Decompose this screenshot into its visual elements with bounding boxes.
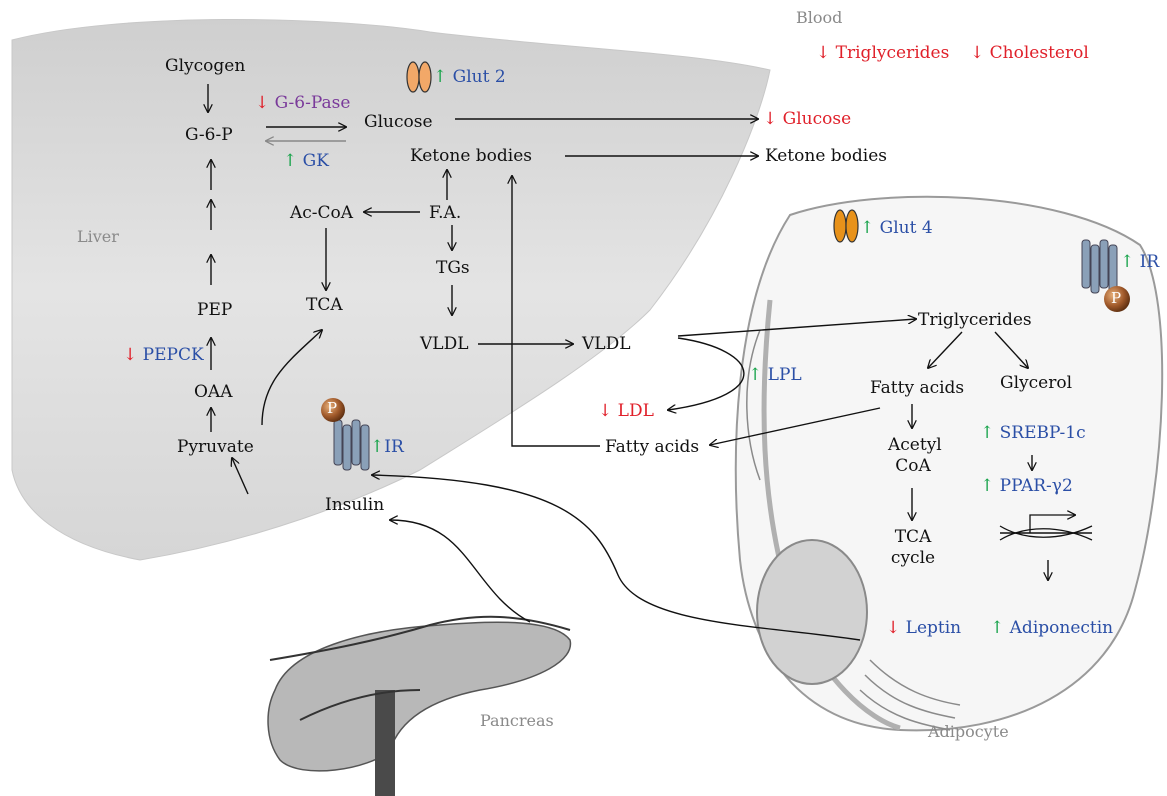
liver-ir-change: ↑IR xyxy=(370,439,404,456)
pepck-change: ↓ PEPCK xyxy=(123,347,204,364)
liver-p-phosphate: P xyxy=(327,401,337,416)
leptin-change: ↓ Leptin xyxy=(886,620,961,637)
lpl-label: LPL xyxy=(768,365,802,385)
blood-region-label: Blood xyxy=(796,10,842,26)
lpl-change: ↑ LPL xyxy=(748,367,802,384)
tca-label: TCA xyxy=(895,527,932,547)
acetyl-label: Acetyl xyxy=(888,435,942,455)
down-arrow-icon: ↓ xyxy=(123,345,137,365)
blood-insulin: Insulin xyxy=(325,497,384,514)
adipocyte-nucleus xyxy=(757,540,867,684)
up-arrow-icon: ↑ xyxy=(860,218,874,238)
blood-glucose-label: Glucose xyxy=(783,109,852,129)
blood-fatty-acids: Fatty acids xyxy=(605,439,699,456)
up-arrow-icon: ↑ xyxy=(283,151,297,171)
blood-ketone-bodies: Ketone bodies xyxy=(765,148,887,165)
blood-vldl: VLDL xyxy=(582,336,631,353)
blood-triglycerides-change: ↓ Triglycerides xyxy=(816,45,949,62)
liver-ir-label: IR xyxy=(384,437,404,457)
liver-ketone-bodies: Ketone bodies xyxy=(410,148,532,165)
g6pase-change: ↓ G-6-Pase xyxy=(255,95,350,112)
glut4-label: Glut 4 xyxy=(880,218,933,238)
srebp-label: SREBP-1c xyxy=(1000,423,1086,443)
up-arrow-icon: ↑ xyxy=(980,476,994,496)
liver-g6p: G-6-P xyxy=(185,127,233,144)
cycle-label: cycle xyxy=(891,548,935,568)
up-arrow-icon: ↑ xyxy=(748,365,762,385)
blood-cholesterol-label: Cholesterol xyxy=(990,43,1089,63)
glut4-transporter-right xyxy=(846,210,858,242)
up-arrow-icon: ↑ xyxy=(1120,252,1134,272)
pancreas-region-label: Pancreas xyxy=(480,713,554,729)
gk-change: ↑ GK xyxy=(283,153,329,170)
glut4-change: ↑ Glut 4 xyxy=(860,220,933,237)
liver-tca: TCA xyxy=(306,297,343,314)
adipocyte-ir-change: ↑ IR xyxy=(1120,254,1159,271)
liver-pyruvate: Pyruvate xyxy=(177,439,254,456)
adipocyte-triglycerides: Triglycerides xyxy=(918,312,1032,329)
adipocyte-fatty-acids: Fatty acids xyxy=(870,380,964,397)
down-arrow-icon: ↓ xyxy=(763,109,777,129)
glut2-change: ↑ Glut 2 xyxy=(433,69,506,86)
up-arrow-icon: ↑ xyxy=(990,618,1004,638)
blood-ldl-change: ↓ LDL xyxy=(598,403,654,420)
liver-fatty-acids: F.A. xyxy=(429,205,461,222)
adipocyte-glycerol: Glycerol xyxy=(1000,375,1072,392)
leptin-label: Leptin xyxy=(906,618,961,638)
liver-glucose: Glucose xyxy=(364,114,433,131)
down-arrow-icon: ↓ xyxy=(255,93,269,113)
glut4-transporter-left xyxy=(834,210,846,242)
coa-label: CoA xyxy=(895,456,931,476)
blood-cholesterol-change: ↓ Cholesterol xyxy=(970,45,1089,62)
liver-glycogen: Glycogen xyxy=(165,58,245,75)
down-arrow-icon: ↓ xyxy=(886,618,900,638)
blood-ldl-label: LDL xyxy=(618,401,654,421)
down-arrow-icon: ↓ xyxy=(816,43,830,63)
up-arrow-icon: ↑ xyxy=(370,437,384,457)
liver-vldl: VLDL xyxy=(420,336,469,353)
adiponectin-change: ↑ Adiponectin xyxy=(990,620,1113,637)
adipocyte-ir-label: IR xyxy=(1140,252,1160,272)
glut2-transporter-left xyxy=(407,62,419,92)
pancreas-shape xyxy=(268,622,570,771)
g6pase-label: G-6-Pase xyxy=(275,93,351,113)
ppar-change: ↑ PPAR-γ2 xyxy=(980,478,1073,495)
glut2-label: Glut 2 xyxy=(453,67,506,87)
srebp-change: ↑ SREBP-1c xyxy=(980,425,1086,442)
glut2-transporter-right xyxy=(419,62,431,92)
liver-acetyl-coa: Ac-CoA xyxy=(290,205,353,222)
liver-pep: PEP xyxy=(197,302,232,319)
up-arrow-icon: ↑ xyxy=(433,67,447,87)
liver-shape xyxy=(12,19,770,560)
liver-region-label: Liver xyxy=(77,229,119,245)
pancreas-duct xyxy=(375,690,395,796)
ppar-label: PPAR-γ2 xyxy=(1000,476,1073,496)
adiponectin-label: Adiponectin xyxy=(1010,618,1113,638)
blood-triglycerides-label: Triglycerides xyxy=(836,43,950,63)
adipocyte-region-label: Adipocyte xyxy=(928,724,1009,740)
liver-oaa: OAA xyxy=(194,384,233,401)
gk-label: GK xyxy=(303,151,329,171)
pepck-label: PEPCK xyxy=(143,345,204,365)
up-arrow-icon: ↑ xyxy=(980,423,994,443)
liver-tgs: TGs xyxy=(436,260,470,277)
adipocyte-p-phosphate: P xyxy=(1111,291,1121,306)
down-arrow-icon: ↓ xyxy=(970,43,984,63)
blood-glucose-change: ↓ Glucose xyxy=(763,111,851,128)
down-arrow-icon: ↓ xyxy=(598,401,612,421)
